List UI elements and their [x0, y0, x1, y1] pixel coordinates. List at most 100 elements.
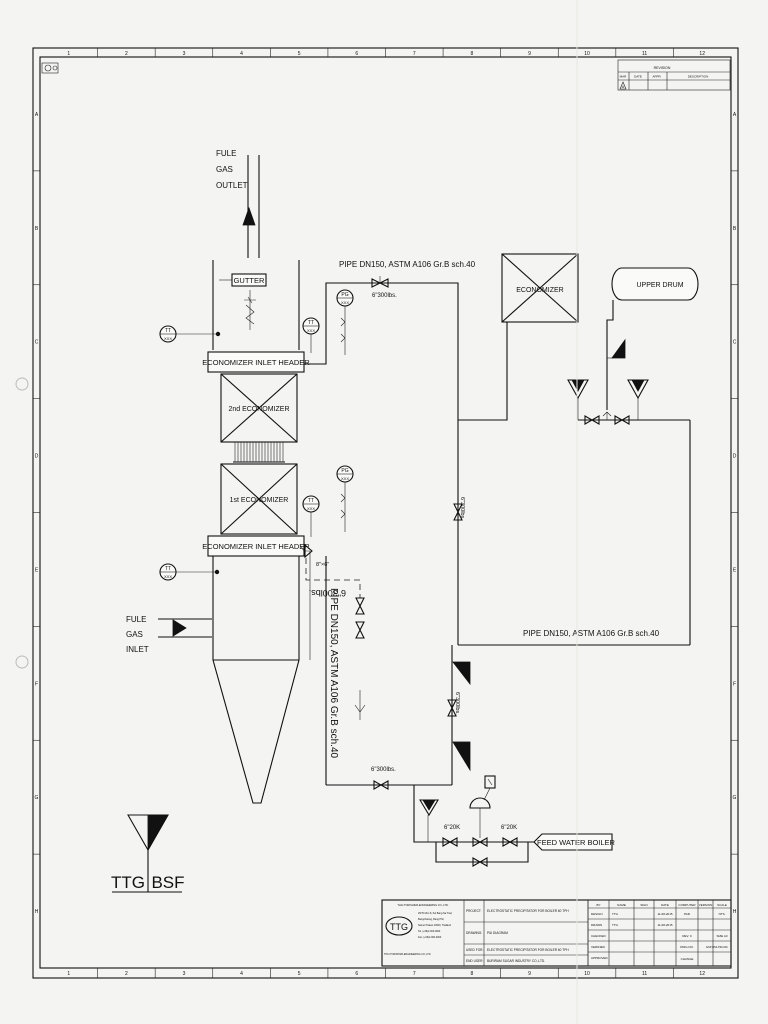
economizer-inlet-header-bottom: ECONOMIZER INLET HEADER — [202, 535, 310, 557]
title-block-role: APPROVED — [591, 956, 609, 960]
projection-symbol — [41, 62, 59, 74]
tt-tag: TT — [165, 328, 171, 334]
grid-col-label: 1 — [67, 971, 70, 977]
grid-row-label: F — [35, 681, 38, 687]
title-block-role: CHECKED — [591, 934, 607, 938]
gutter-label: GUTTER — [234, 276, 265, 285]
title-block-date: 11-08-2015 — [657, 923, 672, 927]
drum-valve-manifold — [567, 379, 691, 645]
valve-vertical-1-label: 6"300lbs. — [459, 497, 465, 520]
tt-number: XXX — [307, 328, 315, 333]
logo-right: BSF — [151, 873, 184, 892]
grid-row-label: B — [35, 226, 39, 232]
grid-col-label: 12 — [699, 971, 705, 977]
grid-row-label: D — [733, 454, 737, 460]
grid-row-label: F — [733, 681, 736, 687]
used-for-label: USED FOR: — [466, 948, 483, 952]
flue-outlet-label-2: GAS — [216, 165, 233, 174]
upper-drum: UPPER DRUM — [606, 267, 699, 410]
grid-row-label: D — [35, 454, 39, 460]
grid-col-label: 11 — [642, 51, 647, 57]
title-block-role: DESIGN — [591, 912, 603, 916]
grid-col-label: 5 — [298, 51, 301, 57]
inlet-header-bottom-label: ECONOMIZER INLET HEADER — [202, 542, 310, 551]
grid-col-label: 2 — [125, 51, 128, 57]
temperature-transmitter-mid-right: TT XXX — [302, 495, 320, 537]
grid-col-label: 5 — [298, 971, 301, 977]
logo-left: TTG — [111, 873, 145, 892]
pipe-return: PIPE DN150, ASTM A106 Gr.B sch.40 — [457, 420, 690, 646]
revision-mark: A — [622, 84, 625, 89]
inlet-header-top-label: ECONOMIZER INLET HEADER — [202, 358, 310, 367]
title-block-dwg-label: DWG.NO. — [680, 945, 694, 949]
grid-col-label: 12 — [699, 51, 705, 57]
bypass-valves: 6"300lbs. — [447, 661, 471, 772]
title-block-col-header: NAME — [617, 903, 626, 907]
grid-col-label: 7 — [413, 971, 416, 977]
company-address-5: Fax. (+66)2-000-0000 — [418, 936, 442, 939]
title-block-change: CHANGE — [681, 957, 694, 961]
grid-col-label: 3 — [183, 51, 186, 57]
pipe-mid-label: PIPE DN150, ASTM A106 Gr.B sch.40 — [523, 629, 660, 638]
grid-col-label: 8 — [470, 971, 473, 977]
pg-number: XXX — [341, 300, 349, 305]
tt-number: XXX — [164, 336, 172, 341]
binder-hole-top — [15, 377, 29, 391]
grid-col-label: 10 — [584, 51, 590, 57]
company-address-4: Tel. (+66)2-000-0000 — [418, 930, 441, 933]
grid-col-label: 7 — [413, 51, 416, 57]
grid-row-label: C — [35, 340, 39, 346]
tt-number: XXX — [164, 574, 172, 579]
title-block-dwg-no: ESP-BSF-PID-001 — [706, 945, 728, 949]
second-economizer: 2nd ECONOMIZER — [220, 373, 298, 443]
tt-tag: TT — [308, 498, 314, 504]
valve-vertical-2-label: 6"300lbs. — [454, 692, 460, 715]
grid-row-label: H — [733, 909, 737, 915]
revision-title: REVISION — [654, 66, 671, 70]
title-block-version: REV. 0 — [682, 934, 692, 938]
tt-number: XXX — [307, 506, 315, 511]
tt-tag: TT — [165, 566, 171, 572]
economizer-casing — [212, 260, 300, 804]
grid-col-label: 4 — [240, 51, 243, 57]
revision-col-desc: DESCRIPTION — [688, 75, 709, 79]
company-name: THAI TORISHIMA ENGINEERING CO.,LTD. — [397, 903, 448, 907]
grid-row-label: B — [733, 226, 737, 232]
temperature-transmitter-bottom-left: TT XXX — [159, 563, 220, 581]
grid-col-label: 2 — [125, 971, 128, 977]
title-block-size: SIZE A3 — [716, 934, 727, 938]
revision-col-date: DATE — [634, 75, 642, 79]
grid-col-label: 9 — [528, 971, 531, 977]
grid-row-label: E — [35, 567, 39, 573]
pipe-top-label: PIPE DN150, ASTM A106 Gr.B sch.40 — [339, 260, 476, 269]
flue-outlet-label-1: FULE — [216, 149, 236, 158]
grid-col-label: 1 — [67, 51, 70, 57]
end-user-value: BURIRAM SUGAR INDUSTRY CO.,LTD. — [487, 959, 545, 963]
drawing-label: DRAWING: — [466, 931, 482, 935]
economizer-box: ECONOMIZER — [501, 253, 579, 323]
project-label: PROJECT: — [466, 909, 482, 913]
pg-tag: PG — [341, 468, 348, 474]
company-address-1: 25/70 Moo 8, Soi Bang-Na Trad, — [418, 912, 453, 915]
grid-row-label: A — [35, 112, 39, 118]
title-block-role: DRAWN — [591, 923, 602, 927]
company-address-2: Bangchalong, Bang Phli, — [418, 918, 445, 921]
grid-row-label: E — [733, 567, 737, 573]
company-address-3: Samut Prakan 10540, Thailand — [418, 924, 452, 927]
first-economizer: 1st ECONOMIZER — [220, 463, 298, 535]
flue-inlet-label-2: GAS — [126, 630, 143, 639]
second-economizer-label: 2nd ECONOMIZER — [228, 406, 289, 413]
revision-col-mar: MAR — [620, 75, 628, 79]
title-block-col-header: COMPUTER — [678, 903, 696, 907]
grid-col-label: 4 — [240, 971, 243, 977]
end-user-label: END USER: — [466, 959, 483, 963]
title-block-col-header: SIGN — [640, 903, 647, 907]
grid-col-label: 9 — [528, 51, 531, 57]
company-logo — [385, 916, 413, 936]
grid-col-label: 11 — [642, 971, 647, 977]
